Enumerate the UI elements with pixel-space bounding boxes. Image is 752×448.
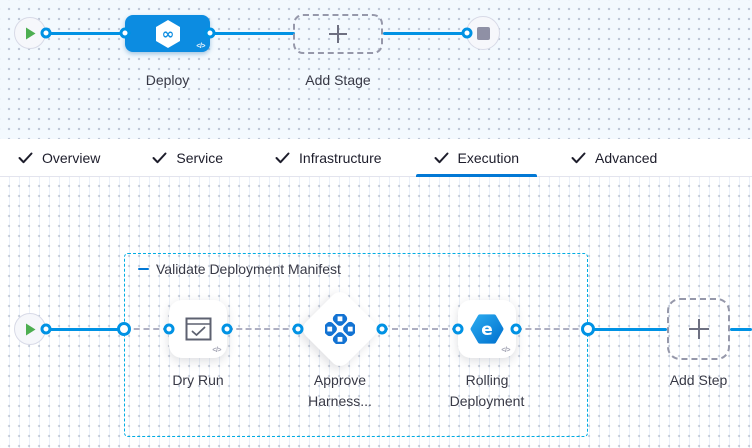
step-label[interactable]: Approve Harness...	[308, 372, 372, 409]
step-node-rolling-deployment[interactable]: e </>	[458, 300, 516, 358]
add-stage-button[interactable]	[293, 14, 383, 54]
tab-label: Infrastructure	[299, 149, 382, 166]
stage-config-tabbar: Overview Service Infrastructure Executio…	[0, 139, 752, 177]
step-label[interactable]: Rolling Deployment	[449, 372, 525, 409]
connector-port	[221, 323, 233, 335]
connector-port	[40, 323, 52, 335]
step-group-label[interactable]: Validate Deployment Manifest	[156, 261, 341, 277]
step-connector-line	[588, 327, 667, 331]
stage-graph-canvas[interactable]: ∞ </> Deploy Add Stage	[0, 0, 752, 139]
tab-execution[interactable]: Execution	[415, 139, 538, 177]
connector-port	[292, 323, 304, 335]
rolling-deployment-icon: e	[470, 314, 504, 344]
connector-port	[452, 323, 464, 335]
check-icon	[18, 152, 33, 163]
step-connector-dashed	[227, 328, 298, 330]
yaml-code-toggle[interactable]: </>	[501, 347, 510, 354]
tab-overview[interactable]: Overview	[0, 139, 118, 176]
tab-label: Service	[176, 149, 224, 166]
deploy-stage-icon: ∞	[155, 19, 180, 48]
plus-icon	[688, 319, 709, 339]
stop-icon	[476, 26, 490, 40]
add-step-label[interactable]: Add Step	[669, 372, 728, 388]
check-icon	[275, 152, 290, 163]
step-group-box[interactable]	[124, 253, 588, 437]
svg-text:e: e	[481, 320, 493, 340]
stage-label[interactable]: Deploy	[145, 72, 190, 88]
check-icon	[152, 152, 167, 163]
group-edge-port	[117, 322, 131, 336]
step-connector-line	[730, 327, 752, 331]
harness-approval-icon[interactable]	[325, 314, 355, 344]
step-connector-line	[46, 327, 124, 331]
plus-icon	[329, 25, 347, 43]
stage-connector-line	[383, 31, 468, 35]
step-connector-dashed	[382, 328, 458, 330]
tab-infrastructure[interactable]: Infrastructure	[257, 139, 399, 176]
step-connector-dashed	[124, 328, 169, 330]
play-icon	[26, 27, 36, 39]
tab-label: Advanced	[595, 149, 658, 166]
execution-graph-canvas[interactable]: Validate Deployment Manifest </>	[0, 177, 752, 448]
connector-port	[376, 323, 388, 335]
stage-connector-line	[210, 31, 295, 35]
stage-connector-line	[46, 31, 126, 35]
svg-text:∞: ∞	[161, 25, 174, 43]
connector-port	[510, 323, 522, 335]
check-icon	[571, 152, 586, 163]
tab-service[interactable]: Service	[134, 139, 241, 176]
play-icon	[26, 323, 36, 335]
yaml-code-toggle[interactable]: </>	[196, 43, 205, 50]
tab-label: Overview	[42, 149, 101, 166]
step-label[interactable]: Dry Run	[172, 372, 224, 388]
tab-advanced[interactable]: Advanced	[553, 139, 675, 176]
connector-port	[40, 27, 52, 39]
connector-port	[119, 27, 131, 39]
tab-label: Execution	[457, 149, 520, 166]
connector-port	[461, 27, 473, 39]
dry-run-icon	[185, 317, 211, 341]
step-node-dry-run[interactable]: </>	[169, 300, 227, 358]
step-connector-dashed	[516, 328, 588, 330]
check-icon	[434, 152, 449, 163]
add-stage-label[interactable]: Add Stage	[305, 72, 371, 88]
step-group-header: Validate Deployment Manifest	[138, 261, 341, 277]
connector-port	[204, 27, 216, 39]
stage-node-deploy[interactable]: ∞ </>	[125, 15, 210, 52]
pipeline-end-node	[466, 16, 500, 50]
yaml-code-toggle[interactable]: </>	[212, 347, 221, 354]
collapse-group-icon[interactable]	[138, 267, 149, 271]
add-step-button[interactable]	[667, 298, 730, 360]
connector-port	[163, 323, 175, 335]
group-edge-port	[581, 322, 595, 336]
